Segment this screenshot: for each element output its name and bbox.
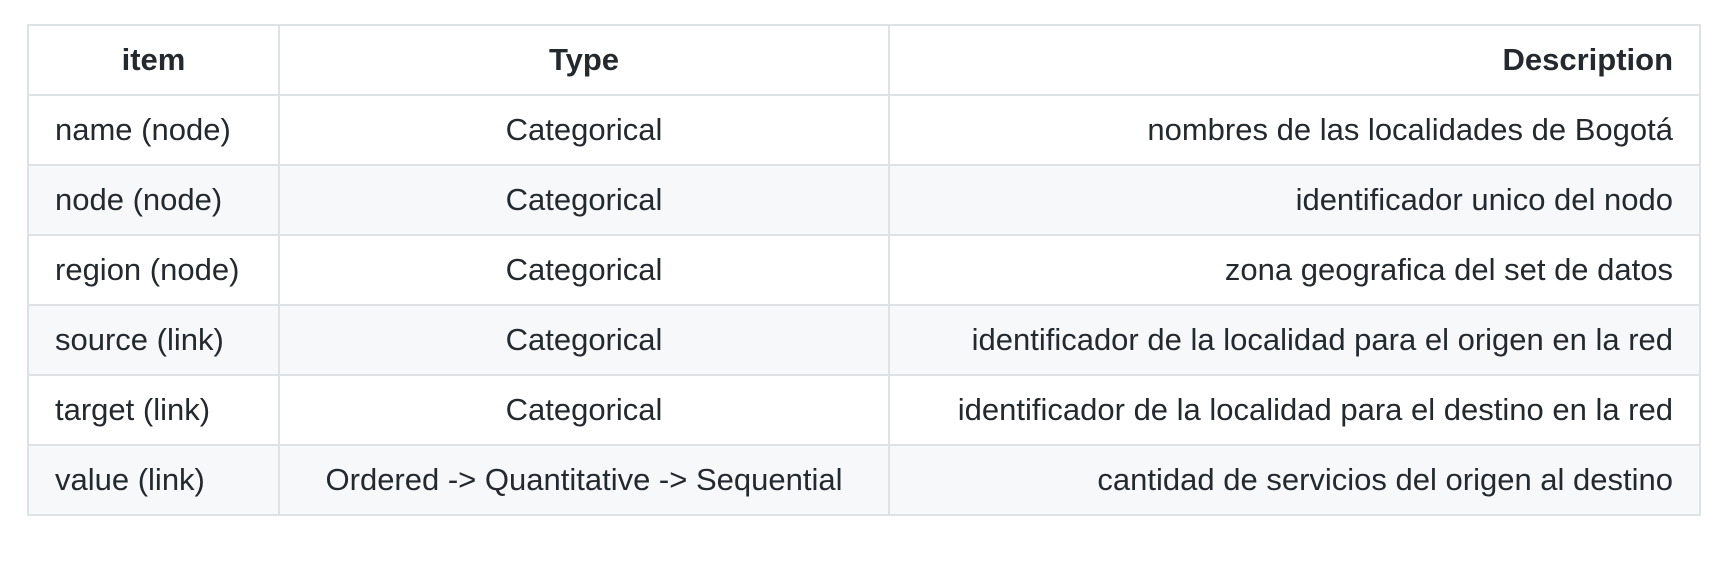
cell-type: Categorical: [278, 234, 890, 306]
cell-type: Categorical: [278, 164, 890, 236]
cell-type: Categorical: [278, 94, 890, 166]
cell-description: zona geografica del set de datos: [888, 234, 1701, 306]
table-row: name (node) Categorical nombres de las l…: [27, 94, 1701, 166]
cell-item: node (node): [27, 164, 280, 236]
cell-description: identificador de la localidad para el de…: [888, 374, 1701, 446]
cell-description: nombres de las localidades de Bogotá: [888, 94, 1701, 166]
table-header-row: item Type Description: [27, 24, 1701, 96]
table-row: region (node) Categorical zona geografic…: [27, 234, 1701, 306]
cell-description: identificador unico del nodo: [888, 164, 1701, 236]
cell-item: region (node): [27, 234, 280, 306]
header-item: item: [27, 24, 280, 96]
cell-type: Categorical: [278, 304, 890, 376]
cell-type: Ordered -> Quantitative -> Sequential: [278, 444, 890, 516]
cell-item: value (link): [27, 444, 280, 516]
table-row: value (link) Ordered -> Quantitative -> …: [27, 444, 1701, 516]
table-row: target (link) Categorical identificador …: [27, 374, 1701, 446]
cell-item: target (link): [27, 374, 280, 446]
table-row: node (node) Categorical identificador un…: [27, 164, 1701, 236]
data-dictionary-table: item Type Description name (node) Catego…: [27, 24, 1701, 516]
cell-description: identificador de la localidad para el or…: [888, 304, 1701, 376]
header-description: Description: [888, 24, 1701, 96]
cell-type: Categorical: [278, 374, 890, 446]
cell-item: source (link): [27, 304, 280, 376]
cell-item: name (node): [27, 94, 280, 166]
header-type: Type: [278, 24, 890, 96]
table-row: source (link) Categorical identificador …: [27, 304, 1701, 376]
cell-description: cantidad de servicios del origen al dest…: [888, 444, 1701, 516]
